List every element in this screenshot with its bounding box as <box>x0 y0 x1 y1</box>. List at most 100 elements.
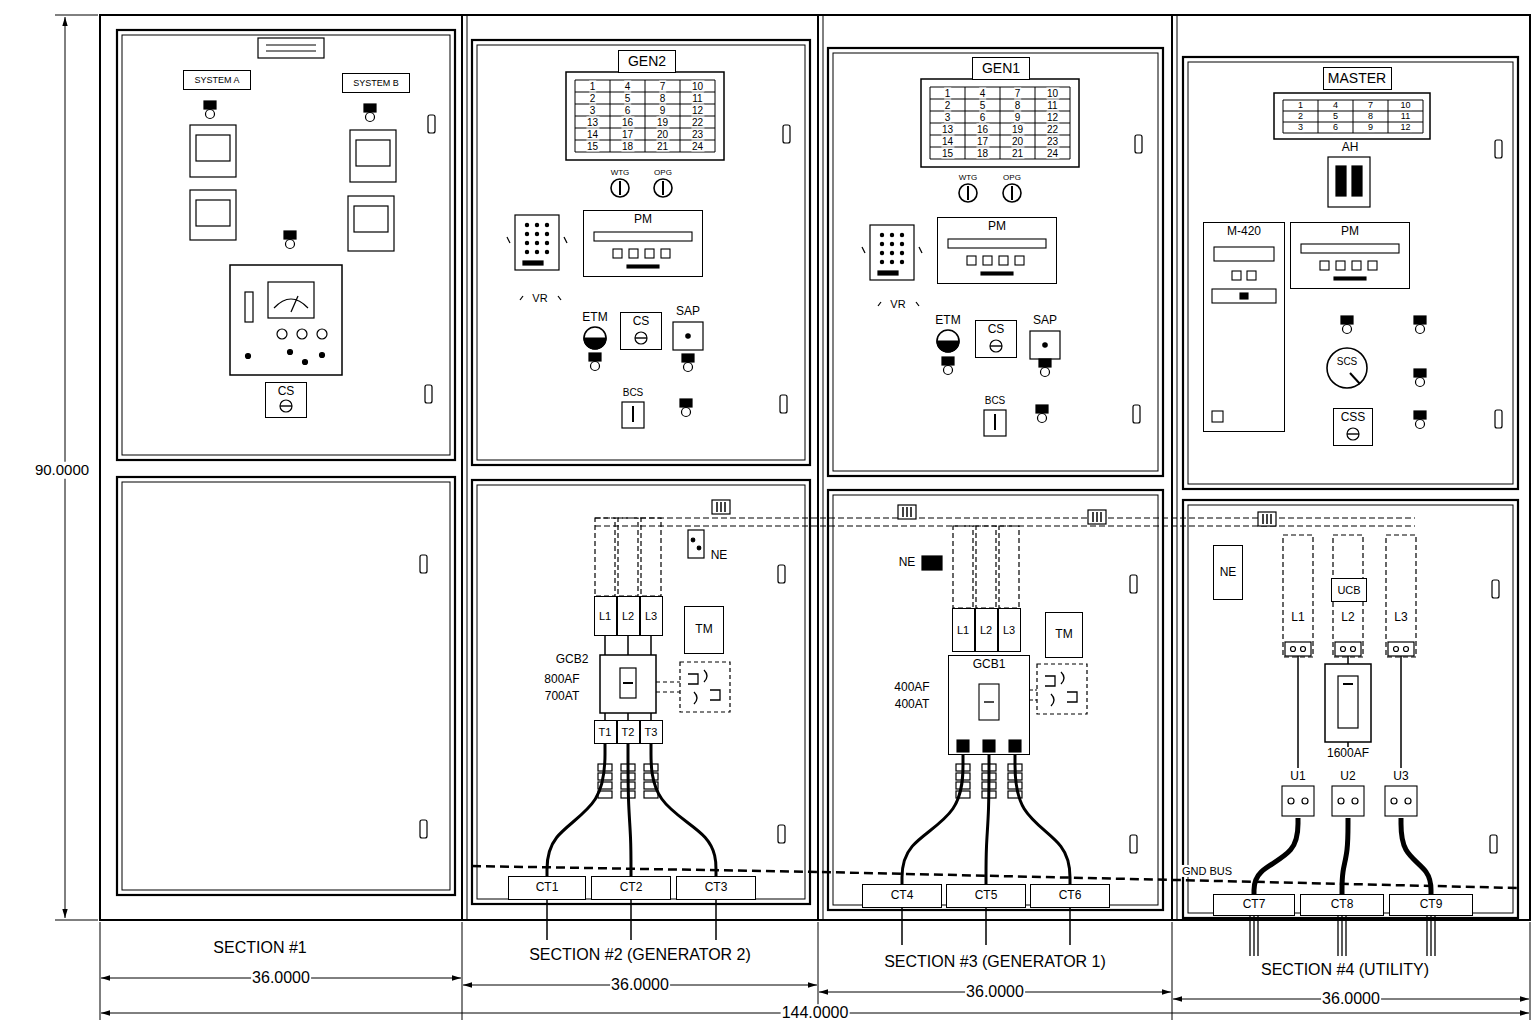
section-divider <box>467 15 468 920</box>
section-label: SECTION #3 (GENERATOR 1) <box>883 953 1107 971</box>
panel-nameplate: GEN2 <box>618 50 676 73</box>
control-switch: CSS <box>1333 408 1373 446</box>
meter-button <box>1320 261 1329 270</box>
cable-lead <box>901 908 903 945</box>
relay-keypad <box>1212 289 1276 303</box>
bus-standoff <box>898 505 916 519</box>
annunciator-window-number: 14 <box>941 136 954 147</box>
annunciator-window-number: 23 <box>1046 136 1059 147</box>
door-handle <box>1135 135 1142 153</box>
pilot-light-cap <box>364 104 376 112</box>
annunciator <box>1274 93 1430 139</box>
extension-line <box>55 920 98 921</box>
door-handle <box>1495 140 1502 158</box>
current-transformer: CT5 <box>946 884 1026 908</box>
power-cable <box>1342 818 1348 894</box>
line-terminal: L3 <box>640 596 663 636</box>
annunciator-window-number: 12 <box>691 105 704 116</box>
toggle <box>1352 166 1362 196</box>
line-terminal: L1 <box>952 608 975 652</box>
meter-brand-mark <box>1334 277 1366 280</box>
annunciator-window-number: 9 <box>659 105 667 116</box>
annunciator-window-number: 2 <box>1297 112 1304 122</box>
neutral-lug <box>691 538 695 542</box>
meter-button <box>1352 261 1361 270</box>
switch-symbol <box>688 670 720 704</box>
utility-terminal: U3 <box>1381 768 1421 818</box>
door-panel-inner <box>122 35 450 455</box>
extension-line <box>1172 922 1173 1020</box>
meter-dot <box>288 350 293 355</box>
door-handle <box>428 115 435 133</box>
push-button-dot <box>1043 343 1047 347</box>
cable-lead <box>1337 916 1338 956</box>
relay-bar <box>523 261 543 265</box>
device-tag: SAP <box>1032 314 1058 327</box>
current-transformer: CT2 <box>591 876 671 900</box>
terminal-screw <box>1338 798 1344 804</box>
annunciator-window-number: 10 <box>1046 88 1059 99</box>
bus-standoff-line <box>1270 514 1272 524</box>
control-switch: CS <box>620 312 662 350</box>
neutral-bar: NE <box>1213 545 1243 600</box>
door-handle <box>1490 835 1497 853</box>
trip-module: TM <box>684 606 724 654</box>
annunciator-window-number: 12 <box>1046 112 1059 123</box>
pilot-light <box>682 408 691 417</box>
bus-standoff-line <box>716 502 718 512</box>
device-tag: VR <box>889 298 906 310</box>
bus-standoff-line <box>1100 512 1102 522</box>
node-label: L2 <box>980 624 992 637</box>
annunciator-grid <box>575 152 715 153</box>
terminal-screw <box>1341 647 1346 652</box>
annunciator-window-number: 22 <box>691 117 704 128</box>
annunciator-window-number: 20 <box>656 129 669 140</box>
auto-hand-switch <box>1328 157 1370 207</box>
bus-conductor <box>627 713 629 720</box>
breaker-handle <box>623 682 633 684</box>
switch-knob <box>280 400 292 412</box>
power-cable <box>628 744 631 876</box>
bus-standoff <box>1258 512 1276 526</box>
door-panel-inner <box>1188 505 1513 913</box>
door-panel <box>1183 500 1518 918</box>
device-tag: NE <box>710 549 729 562</box>
power-cable <box>986 755 989 884</box>
controller-display <box>196 200 230 226</box>
relay-dot <box>890 251 893 254</box>
meter-needle <box>291 296 298 312</box>
node-label: M-420 <box>1227 225 1261 239</box>
dimension-value: 90.0000 <box>34 462 90 479</box>
switch-knob-bar <box>280 405 292 406</box>
bus-bar-outline <box>953 526 973 608</box>
pilot-light <box>1038 414 1047 423</box>
device-tag: SAP <box>675 305 701 318</box>
bus-bar-outline <box>999 526 1019 608</box>
section-divider <box>823 15 824 920</box>
section-label: SECTION #4 (UTILITY) <box>1260 961 1430 979</box>
annunciator-window-number: 17 <box>976 136 989 147</box>
annunciator-window-number: 2 <box>589 93 597 104</box>
control-switch: CS <box>265 382 307 418</box>
breaker-terminal <box>983 740 995 752</box>
door-handle <box>1495 410 1502 428</box>
cable-lead <box>1434 916 1435 956</box>
bus-standoff-line <box>902 507 904 517</box>
synchroscope-dial <box>1327 348 1367 388</box>
selector-switch <box>622 402 644 428</box>
panel-nameplate: MASTER <box>1323 67 1392 90</box>
switch-knob <box>1347 428 1359 440</box>
section-divider <box>461 15 463 920</box>
cable-lead <box>985 908 987 945</box>
annunciator-window-number: 14 <box>586 129 599 140</box>
bracket-mark <box>862 247 865 253</box>
pilot-light-cap <box>1036 405 1048 413</box>
pilot-light-cap <box>589 353 601 361</box>
terminal-lug <box>1385 786 1417 816</box>
bus-standoff <box>1088 510 1106 524</box>
power-meter: PM <box>583 210 703 277</box>
bus-standoff-line <box>1266 514 1268 524</box>
vr-mark <box>520 296 523 300</box>
pilot-light-cap <box>1414 316 1426 324</box>
